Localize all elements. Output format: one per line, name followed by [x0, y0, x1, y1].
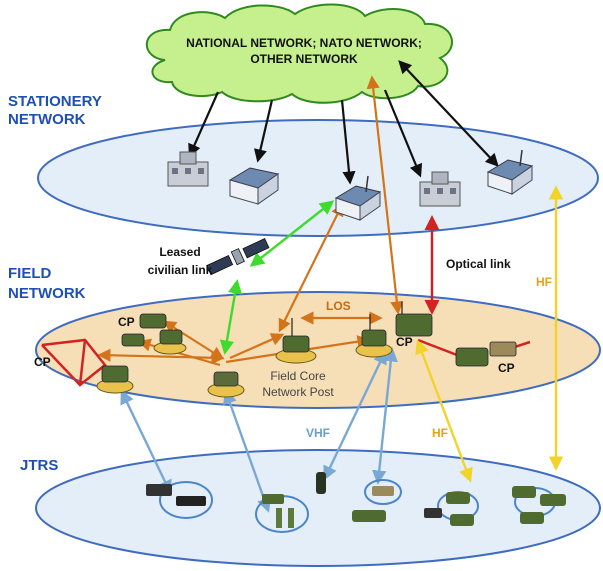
field-core-label-2: Network Post — [262, 385, 334, 399]
vhf-label: VHF — [306, 426, 330, 440]
cloud-label-line2: OTHER NETWORK — [250, 52, 358, 66]
cp-label: CP — [396, 335, 413, 349]
green-links — [219, 200, 335, 355]
stationery-network-label: STATIONERY — [8, 93, 102, 110]
building-icon — [167, 151, 209, 187]
cp-label: CP — [118, 315, 135, 329]
cp-label: CP — [34, 355, 51, 369]
jtrs-ellipse — [35, 449, 601, 567]
stationery-network-label-2: NETWORK — [8, 111, 86, 128]
field-platform-icon — [355, 314, 393, 358]
field-core-label: Field Core — [270, 369, 326, 383]
jtrs-unit-group — [352, 510, 386, 522]
blue-links — [120, 347, 398, 513]
leased-link-label: Leased — [159, 245, 200, 259]
cloud-label-line1: NATIONAL NETWORK; NATO NETWORK; — [186, 36, 422, 50]
jtrs-label: JTRS — [20, 457, 58, 474]
field-platform-icon — [207, 371, 245, 398]
field-network-label: FIELD — [8, 265, 51, 282]
satellite-icon — [206, 238, 270, 276]
building-antenna-icon — [334, 175, 382, 221]
jtrs-unit-group — [255, 494, 309, 533]
cp-vehicle-icon — [455, 341, 517, 367]
jtrs-unit-group — [364, 479, 402, 505]
leased-link-label-2: civilian link — [148, 263, 213, 277]
field-platform-icon — [96, 365, 134, 394]
los-label: LOS — [326, 299, 351, 313]
hf-label-right: HF — [536, 275, 552, 289]
optical-link-label: Optical link — [446, 257, 511, 271]
field-platform-icon — [153, 329, 187, 355]
hf-label-mid: HF — [432, 426, 448, 440]
building-antenna-icon — [486, 149, 534, 195]
soldier-icon — [316, 472, 326, 494]
field-core-network-post-icon — [275, 318, 317, 364]
jtrs-unit-group — [424, 491, 479, 526]
field-network-label-2: NETWORK — [8, 285, 86, 302]
building-icon — [419, 171, 461, 207]
cp-label: CP — [498, 361, 515, 375]
cp-vehicle-icon — [395, 302, 433, 337]
cp-vehicle-icon — [121, 313, 167, 347]
jtrs-unit-group — [146, 481, 213, 519]
jtrs-unit-group — [512, 486, 566, 524]
building-icon — [228, 167, 280, 205]
yellow-links — [415, 185, 564, 483]
